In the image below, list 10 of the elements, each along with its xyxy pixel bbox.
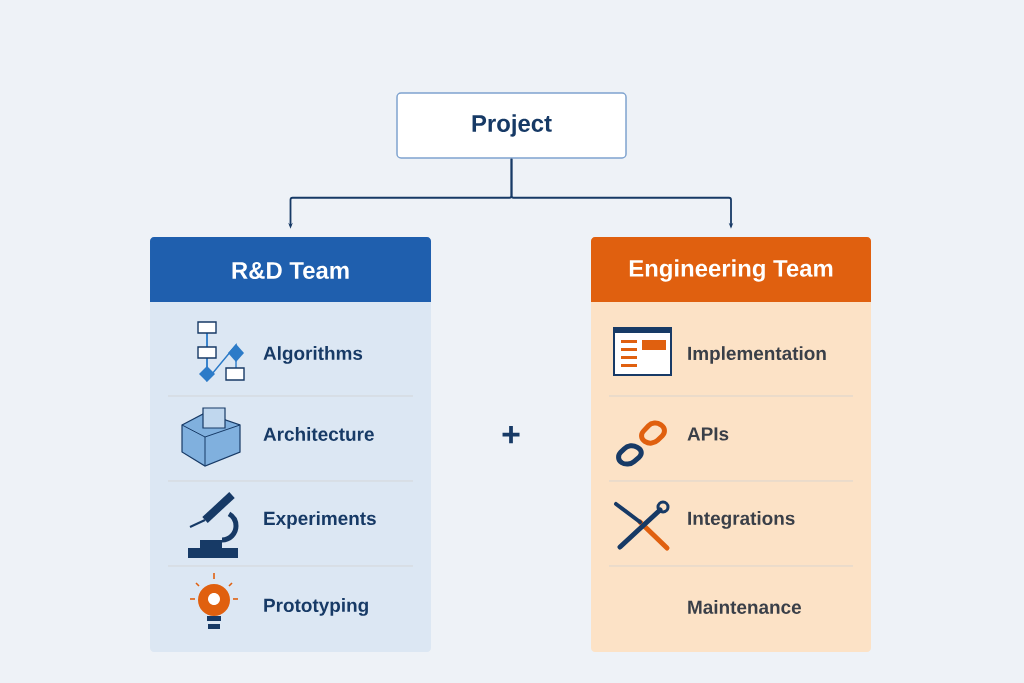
list-item: Maintenance <box>688 600 801 614</box>
project-box: Project <box>396 92 627 159</box>
list-item: Integrations <box>688 511 795 529</box>
list-item: Architecture <box>263 427 374 441</box>
list-item: Prototyping <box>264 598 368 616</box>
list-item: Experiments <box>264 511 376 529</box>
list-item: APIs <box>687 427 729 441</box>
list-item: Algorithms <box>263 346 363 364</box>
list-item: Implementation <box>688 346 826 364</box>
plus-sign: + <box>502 426 520 444</box>
